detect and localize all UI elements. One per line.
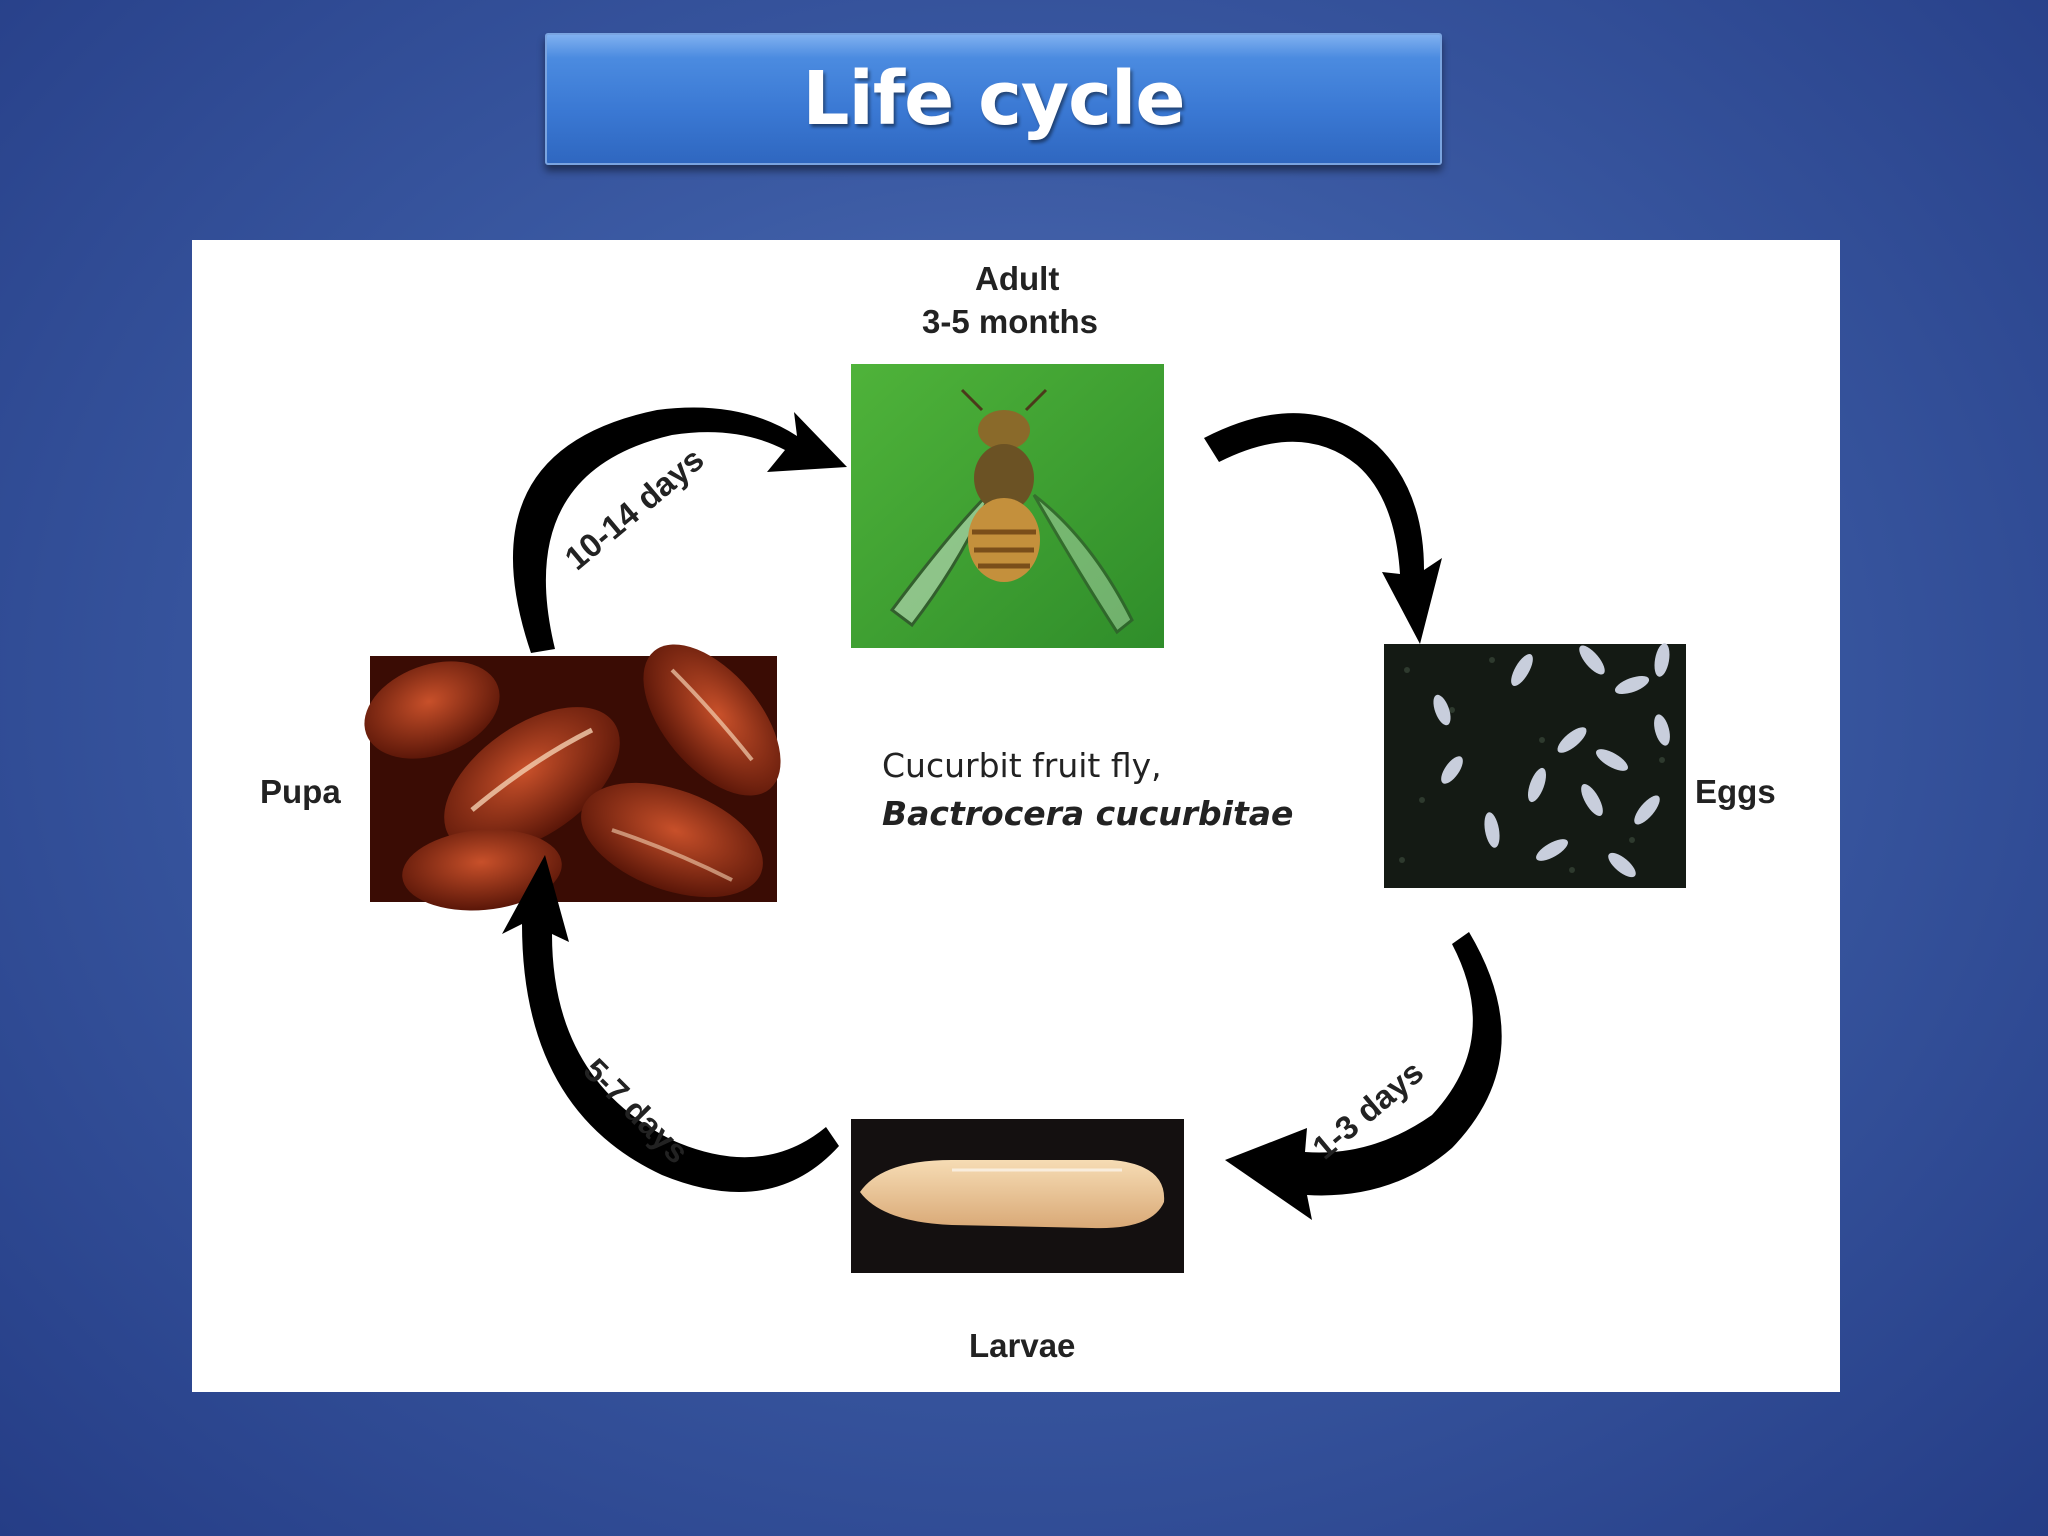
larvae-photo (851, 1119, 1184, 1273)
adult-duration-label: 3-5 months (922, 303, 1099, 340)
larvae-label: Larvae (969, 1327, 1076, 1364)
eggs-photo (1384, 643, 1686, 888)
cycle-arrows (502, 407, 1502, 1220)
pupa-label: Pupa (260, 773, 341, 810)
title-banner: Life cycle (545, 33, 1442, 165)
diagram-graphics (364, 364, 1686, 1273)
species-common-name: Cucurbit fruit fly, (882, 746, 1162, 785)
life-cycle-diagram: Adult 3-5 months Eggs Pupa Larvae 10-14 … (192, 240, 1840, 1392)
eggs-label: Eggs (1695, 773, 1776, 810)
pupa-photo (364, 644, 781, 911)
adult-label: Adult (975, 260, 1060, 297)
adult-photo (851, 364, 1164, 648)
slide-title: Life cycle (802, 56, 1185, 142)
species-scientific-name: Bactrocera cucurbitae (882, 794, 1294, 833)
